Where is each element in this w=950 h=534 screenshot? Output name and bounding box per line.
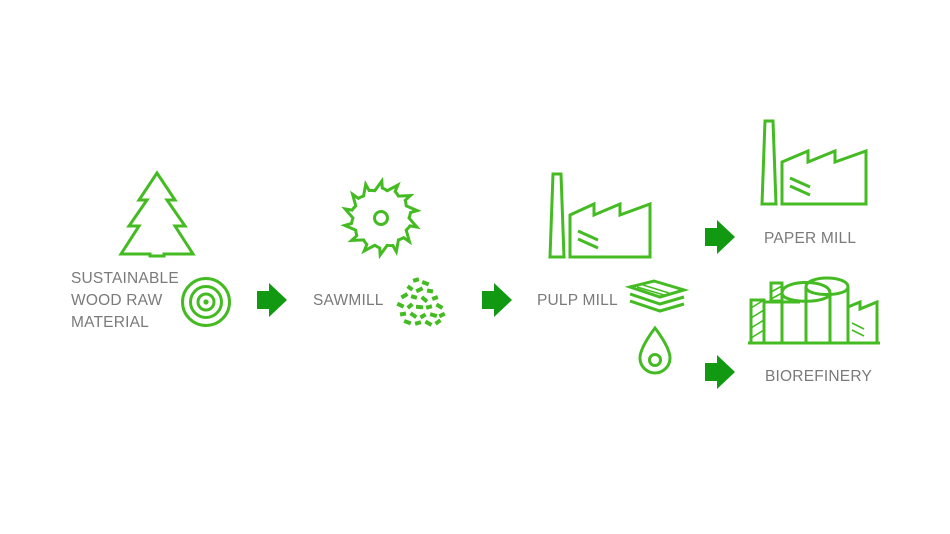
wood-chips-icon <box>396 277 446 327</box>
flow-arrow-sawmill-to-pulp-mill <box>482 283 512 317</box>
log-rings-icon <box>181 277 231 327</box>
raw-material-label-line-1: SUSTAINABLE <box>71 270 179 287</box>
paper-mill-label: PAPER MILL <box>764 230 857 247</box>
raw-material-label: SUSTAINABLE WOOD RAW MATERIAL <box>71 268 179 334</box>
raw-material-label-line-3: MATERIAL <box>71 314 149 331</box>
factory-icon <box>760 119 868 206</box>
biorefinery-label: BIOREFINERY <box>765 368 872 385</box>
flow-arrow-raw-to-sawmill <box>257 283 287 317</box>
pulp-mill-label: PULP MILL <box>537 292 618 309</box>
flow-arrow-pulp-mill-to-paper-mill <box>705 220 735 254</box>
raw-material-label-line-2: WOOD RAW <box>71 292 163 309</box>
refinery-icon <box>748 276 880 345</box>
sawmill-label: SAWMILL <box>313 292 384 309</box>
liquid-drop-icon <box>638 325 672 375</box>
saw-blade-icon <box>340 176 422 260</box>
flow-arrow-pulp-mill-to-biorefinery <box>705 355 735 389</box>
tree-icon <box>118 170 196 258</box>
paper-stack-icon <box>624 279 690 313</box>
factory-icon <box>548 172 652 259</box>
